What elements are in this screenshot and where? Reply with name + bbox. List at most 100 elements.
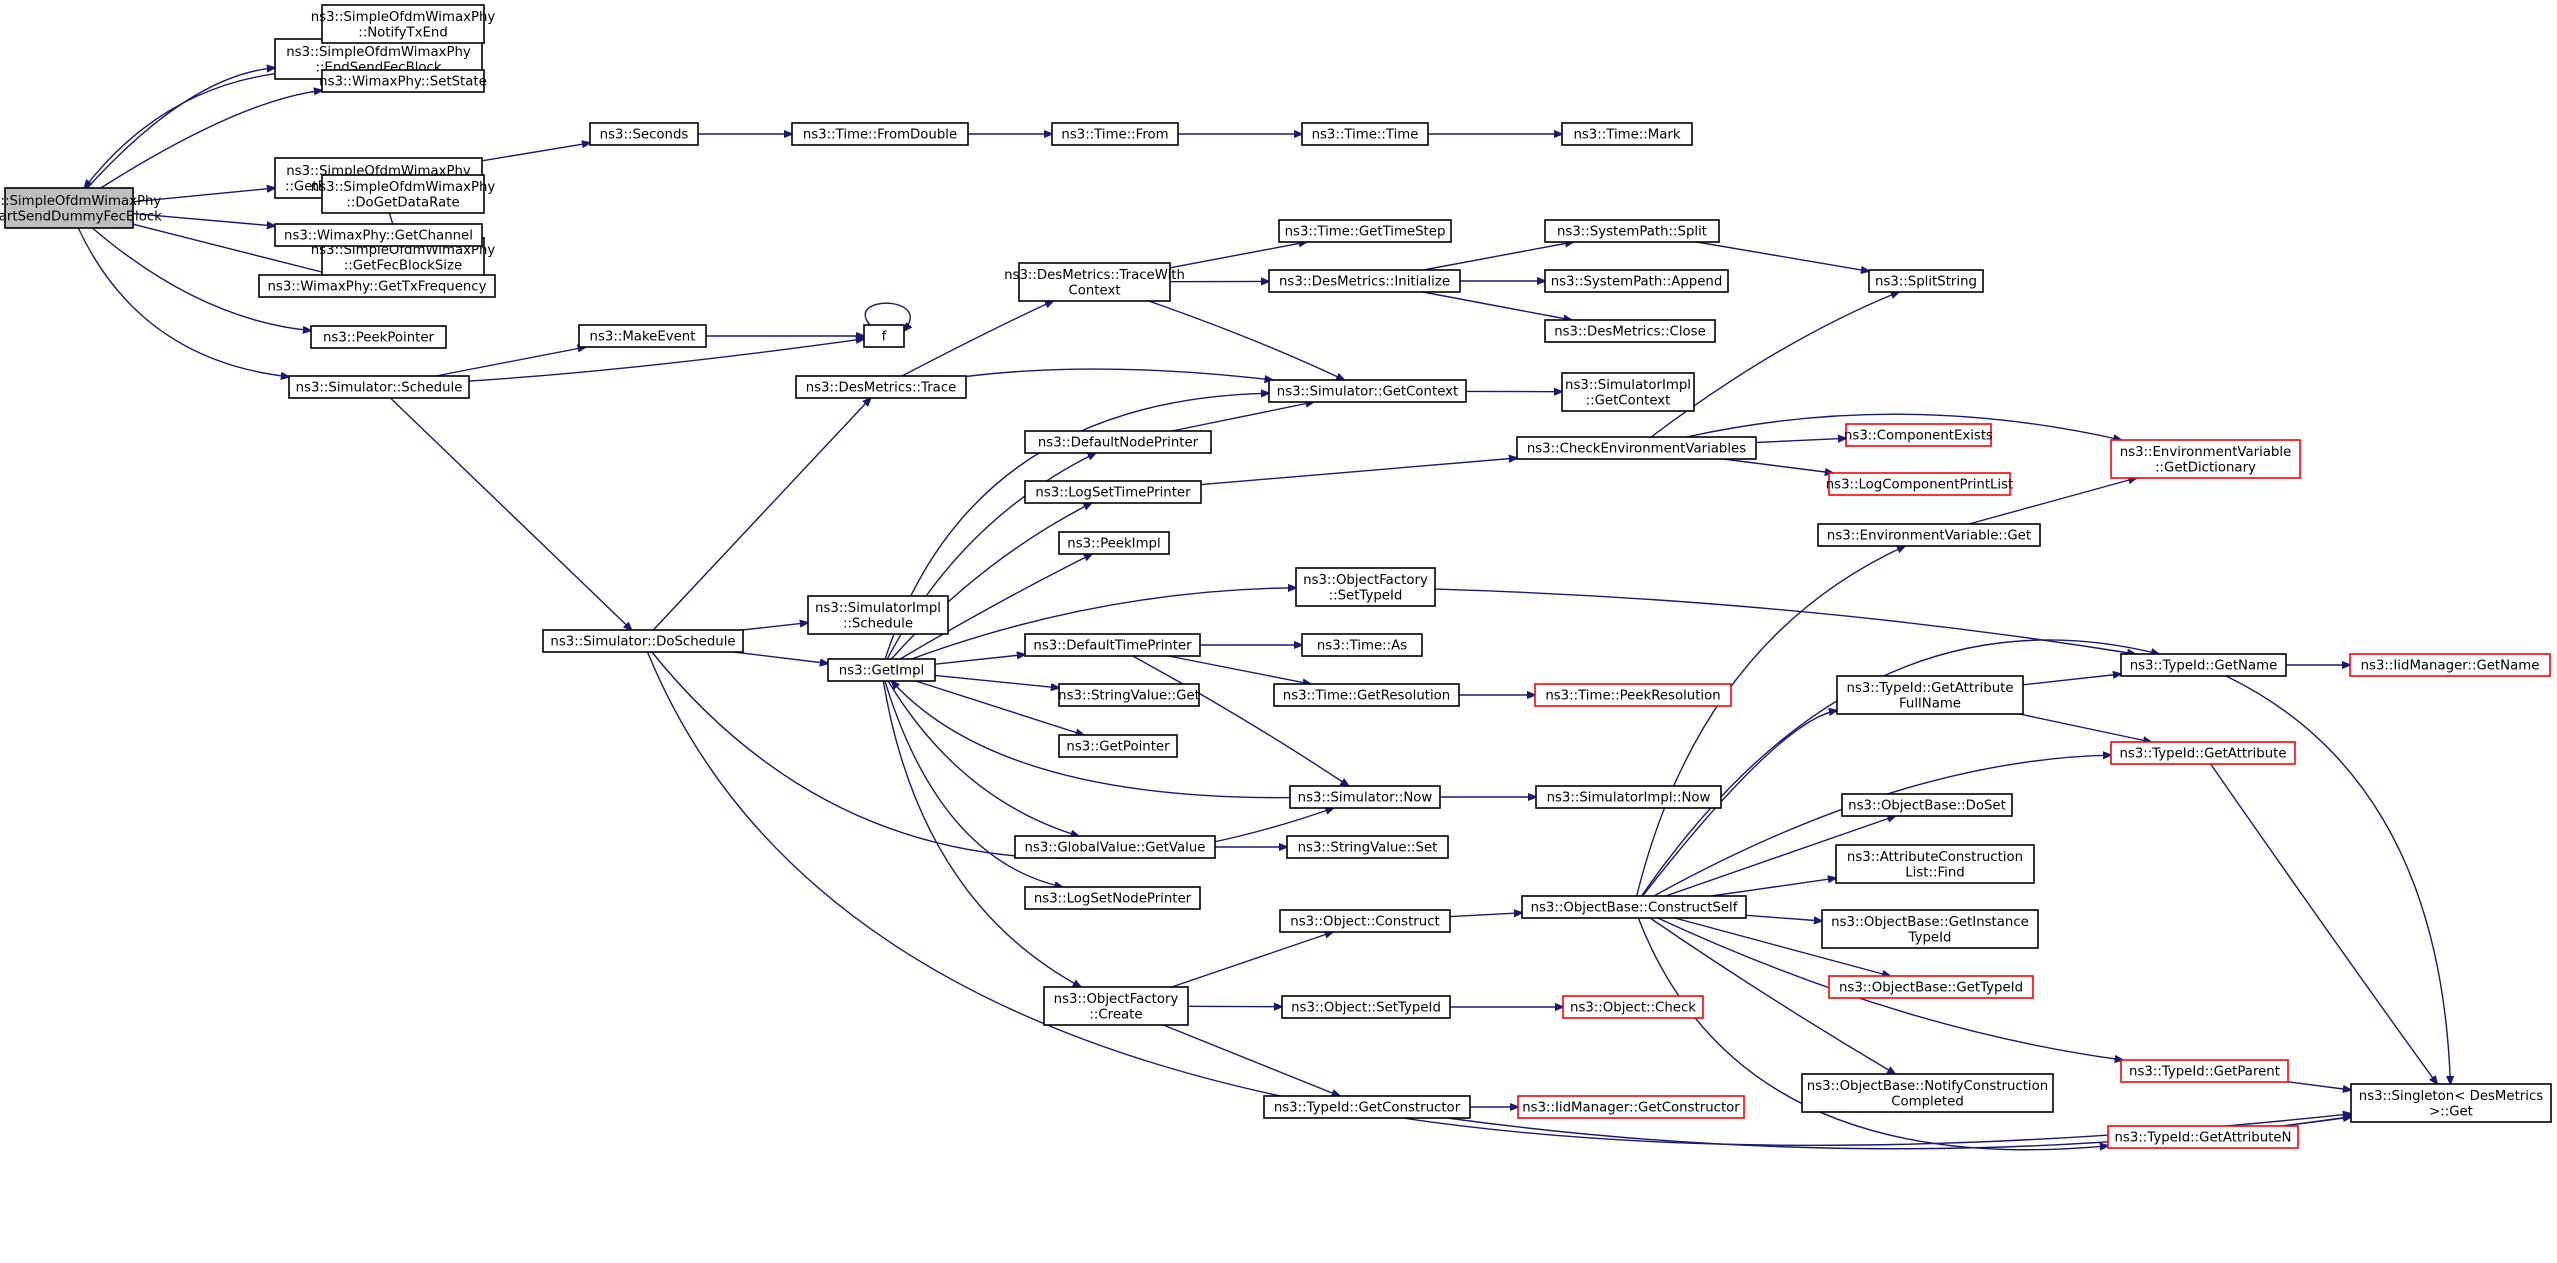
node-label: ns3::ObjectBase::NotifyConstruction (1807, 1079, 2048, 1094)
node-splitstring[interactable]: ns3::SplitString (1868, 269, 1984, 293)
node-typeidgetparent[interactable]: ns3::TypeId::GetParent (2120, 1059, 2289, 1083)
node-timetime[interactable]: ns3::Time::Time (1301, 122, 1429, 146)
node-getchannel[interactable]: ns3::WimaxPhy::GetChannel (274, 223, 483, 247)
call-edge-start-to-gettxfreq (132, 223, 334, 275)
node-checkenv[interactable]: ns3::CheckEnvironmentVariables (1516, 436, 1757, 460)
node-box (1018, 262, 1171, 302)
node-box (827, 658, 936, 682)
node-logcompprint[interactable]: ns3::LogComponentPrintList (1826, 472, 2014, 496)
node-box (321, 174, 485, 214)
node-getconstructor[interactable]: ns3::TypeId::GetConstructor (1263, 1095, 1471, 1119)
node-label: ns3::Object::SetTypeId (1291, 1001, 1441, 1016)
node-simnow[interactable]: ns3::Simulator::Now (1289, 785, 1441, 809)
node-singletonget[interactable]: ns3::Singleton< DesMetrics >::Get (2350, 1083, 2552, 1123)
node-box (1301, 122, 1429, 146)
node-timemark[interactable]: ns3::Time::Mark (1561, 122, 1693, 146)
call-edge-checkenv-to-splitstring (1650, 292, 1899, 438)
node-objsettypeid[interactable]: ns3::Object::SetTypeId (1281, 995, 1451, 1019)
node-logsettime[interactable]: ns3::LogSetTimePrinter (1024, 480, 1202, 504)
node-label: ns3::CheckEnvironmentVariables (1527, 442, 1746, 457)
node-destrace[interactable]: ns3::DesMetrics::Trace (795, 375, 967, 399)
node-logsetnode[interactable]: ns3::LogSetNodePrinter (1024, 886, 1201, 910)
node-label: ns3::Simulator::DoSchedule (550, 635, 735, 650)
node-label: f (882, 330, 887, 345)
node-schedule[interactable]: ns3::Simulator::Schedule (288, 375, 470, 399)
node-getpointer[interactable]: ns3::GetPointer (1058, 734, 1178, 758)
node-deftimeprinter[interactable]: ns3::DefaultTimePrinter (1024, 633, 1201, 657)
node-f[interactable]: f (863, 324, 905, 348)
node-objbasegettypeid[interactable]: ns3::ObjectBase::GetTypeId (1828, 975, 2034, 999)
node-objcheck[interactable]: ns3::Object::Check (1562, 995, 1704, 1019)
node-getattributen[interactable]: ns3::TypeId::GetAttributeN (2107, 1125, 2299, 1149)
node-notifyconstruction[interactable]: ns3::ObjectBase::NotifyConstructionCompl… (1801, 1073, 2054, 1113)
node-getcontext[interactable]: ns3::Simulator::GetContext (1268, 379, 1467, 403)
node-timeas[interactable]: ns3::Time::As (1301, 633, 1423, 657)
node-makeevent[interactable]: ns3::MakeEvent (578, 324, 707, 348)
node-box (1043, 986, 1189, 1026)
node-notify[interactable]: ns3::SimpleOfdmWimaxPhy::NotifyTxEnd (311, 4, 496, 44)
call-edge-logsettime-to-checkenv (1200, 458, 1517, 486)
call-edge-getimpl-to-logsetnode (884, 680, 1063, 887)
node-doschedule[interactable]: ns3::Simulator::DoSchedule (542, 629, 744, 653)
node-box (1278, 219, 1452, 243)
node-objconstruct[interactable]: ns3::Object::Construct (1279, 909, 1451, 933)
node-peekresolution[interactable]: ns3::Time::PeekResolution (1534, 683, 1732, 707)
node-setstate[interactable]: ns3::WimaxPhy::SetState (319, 69, 487, 93)
node-implgetcontext[interactable]: ns3::SimulatorImpl::GetContext (1561, 372, 1695, 412)
node-label: ns3::AttributeConstruction (1847, 850, 2023, 865)
node-peekimpl[interactable]: ns3::PeekImpl (1058, 531, 1170, 555)
node-stringvalueget[interactable]: ns3::StringValue::Get (1058, 683, 1200, 707)
node-getresolution[interactable]: ns3::Time::GetResolution (1273, 683, 1460, 707)
node-label: ns3::SimulatorImpl (1565, 378, 1691, 393)
node-box (1561, 122, 1693, 146)
node-constructself[interactable]: ns3::ObjectBase::ConstructSelf (1521, 895, 1747, 919)
node-box (1024, 480, 1202, 504)
node-objbasedoset[interactable]: ns3::ObjectBase::DoSet (1841, 793, 2013, 817)
call-edge-ofsettypeid-to-typeidgetname (1434, 588, 2135, 654)
node-getimpl[interactable]: ns3::GetImpl (827, 658, 936, 682)
node-implschedule[interactable]: ns3::SimulatorImpl::Schedule (807, 595, 949, 635)
node-ofcreate[interactable]: ns3::ObjectFactory::Create (1043, 986, 1189, 1026)
node-defnodeprinter[interactable]: ns3::DefaultNodePrinter (1024, 430, 1212, 454)
node-iidgetname[interactable]: ns3::IidManager::GetName (2349, 653, 2551, 677)
node-box (1535, 785, 1722, 809)
node-syssplit[interactable]: ns3::SystemPath::Split (1544, 219, 1720, 243)
node-typeidgetname[interactable]: ns3::TypeId::GetName (2120, 653, 2287, 677)
node-desclose[interactable]: ns3::DesMetrics::Close (1544, 319, 1716, 343)
node-label: TypeId (1908, 930, 1952, 945)
node-label: ns3::DesMetrics::Initialize (1279, 275, 1450, 290)
node-compexists[interactable]: ns3::ComponentExists (1844, 423, 1993, 447)
node-desinit[interactable]: ns3::DesMetrics::Initialize (1268, 269, 1461, 293)
node-seconds[interactable]: ns3::Seconds (589, 122, 699, 146)
call-edge-getimpl-to-getcontext (884, 393, 1269, 660)
node-typeidgetattr[interactable]: ns3::TypeId::GetAttribute (2110, 741, 2296, 765)
call-edge-typeidgetattr-to-singletonget (2210, 763, 2438, 1084)
node-iidgetconstructor[interactable]: ns3::IidManager::GetConstructor (1517, 1095, 1745, 1119)
node-globalgetvalue[interactable]: ns3::GlobalValue::GetValue (1014, 835, 1216, 859)
node-dogetdatarate[interactable]: ns3::SimpleOfdmWimaxPhy::DoGetDataRate (311, 174, 496, 214)
node-gettimestep[interactable]: ns3::Time::GetTimeStep (1278, 219, 1452, 243)
node-box (2120, 653, 2287, 677)
node-label: ::GetFecBlockSize (344, 258, 462, 273)
node-gettxfreq[interactable]: ns3::WimaxPhy::GetTxFrequency (258, 274, 496, 298)
node-timefrom[interactable]: ns3::Time::From (1051, 122, 1179, 146)
node-implnow[interactable]: ns3::SimulatorImpl::Now (1535, 785, 1722, 809)
node-envget[interactable]: ns3::EnvironmentVariable::Get (1817, 523, 2041, 547)
node-peekpointer[interactable]: ns3::PeekPointer (310, 325, 447, 349)
node-ofsettypeid[interactable]: ns3::ObjectFactory::SetTypeId (1295, 567, 1436, 607)
node-sysappend[interactable]: ns3::SystemPath::Append (1544, 269, 1729, 293)
call-edge-constructself-to-getinstancetypeid (1745, 914, 1822, 921)
node-envgetdict[interactable]: ns3::EnvironmentVariable::GetDictionary (2110, 439, 2301, 479)
node-box (589, 122, 699, 146)
call-edge-defnodeprinter-to-getcontext (1171, 402, 1314, 432)
node-box (1279, 909, 1451, 933)
call-edge-getimpl-to-peekimpl (899, 554, 1092, 660)
node-box (1821, 909, 2039, 949)
node-fromdouble[interactable]: ns3::Time::FromDouble (791, 122, 969, 146)
node-stringvalueset[interactable]: ns3::StringValue::Set (1286, 835, 1449, 859)
